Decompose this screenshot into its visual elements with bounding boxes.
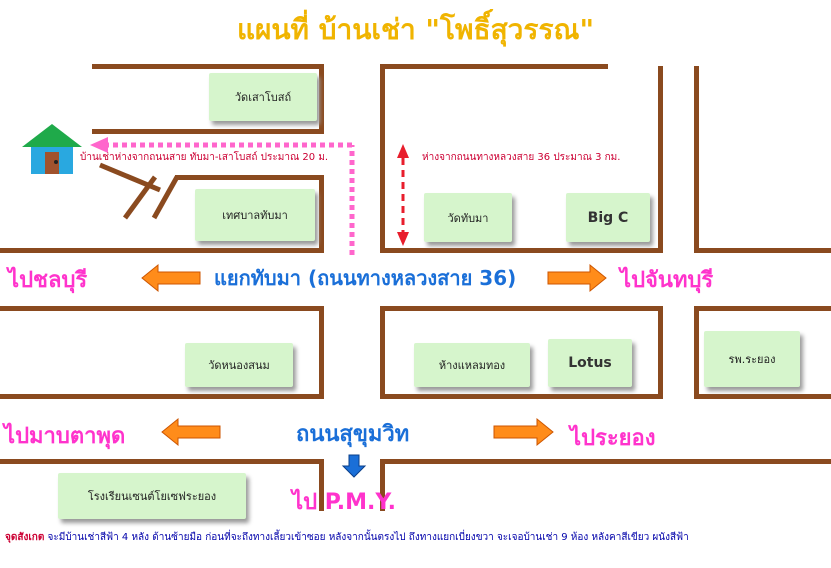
house-icon xyxy=(22,124,82,174)
road-top-middle-bottom xyxy=(380,248,663,253)
arrow-down-icon xyxy=(341,454,367,478)
road-mid-middle-bottom xyxy=(380,394,663,399)
road-bottom-right-top xyxy=(380,459,831,464)
arrow-left-icon xyxy=(161,417,221,447)
road-mid-right-bottom xyxy=(694,394,831,399)
landmark-hospital-rayong: รพ.ระยอง xyxy=(704,331,800,387)
note-house-distance: บ้านเช่าห่างจากถนนสาย ทับมา-เสาโบสถ์ ประ… xyxy=(80,152,329,163)
dotted-route-arrow-icon xyxy=(90,137,355,255)
landmark-wat-sao-bot: วัดเสาโบสถ์ xyxy=(209,73,317,121)
road-mid-left-top xyxy=(0,306,324,311)
road-mid-middle-top xyxy=(380,306,663,311)
landmark-big-c: Big C xyxy=(566,193,650,242)
destination-chonburi: ไปชลบุรี xyxy=(8,268,88,293)
road-mid-left-right xyxy=(319,306,324,399)
landmark-hang-laemthong: ห้างแหลมทอง xyxy=(414,343,530,387)
road-top-right-left xyxy=(694,66,699,253)
arrow-left-icon xyxy=(141,263,201,293)
landmark-tessaban-thapma: เทศบาลทับมา xyxy=(195,189,315,241)
road-mid-right-top xyxy=(694,306,831,311)
road-mid-right-left xyxy=(694,306,699,399)
road-mid-middle-right xyxy=(658,306,663,399)
road-bottom-right-left xyxy=(380,459,385,511)
road-top-middle-left xyxy=(380,64,385,253)
landmark-wat-thapma: วัดทับมา xyxy=(424,193,512,242)
road-top-right-bottom xyxy=(694,248,831,253)
road-name-junction: แยกทับมา (ถนนทางหลวงสาย 36) xyxy=(214,266,517,290)
road-top-left-upper-right xyxy=(319,64,324,132)
double-arrow-icon xyxy=(397,144,409,246)
road-mid-middle-left xyxy=(380,306,385,399)
landmark-lotus: Lotus xyxy=(548,339,632,387)
road-top-left-mid xyxy=(92,129,324,134)
road-top-left-lower-right xyxy=(319,175,324,253)
footer-text: จะมีบ้านเช่าสีฟ้า 4 หลัง ด้านซ้ายมือ ก่อ… xyxy=(47,532,689,543)
road-top-middle-right xyxy=(658,66,663,253)
road-bottom-left-right xyxy=(319,459,324,511)
destination-map-ta-phut: ไปมาบตาพุด xyxy=(4,424,126,449)
footer-label: จุดสังเกต xyxy=(5,532,45,543)
landmark-wat-nong-sanom: วัดหนองสนม xyxy=(185,343,293,387)
note-highway-distance: ห่างจากถนนทางหลวงสาย 36 ประมาณ 3 กม. xyxy=(422,152,621,163)
landmark-school: โรงเรียนเซนต์โยเซฟระยอง xyxy=(58,473,246,519)
destination-pmy: ไป P.M.Y. xyxy=(292,490,397,515)
destination-chanthaburi: ไปจันทบุรี xyxy=(620,268,714,293)
road-top-middle-top xyxy=(380,64,608,69)
road-top-left-upper xyxy=(92,64,324,69)
destination-rayong: ไประยอง xyxy=(570,426,656,451)
road-top-left-lower xyxy=(175,175,324,180)
arrow-right-icon xyxy=(493,417,554,447)
footer-note: จุดสังเกต จะมีบ้านเช่าสีฟ้า 4 หลัง ด้านซ… xyxy=(5,530,689,545)
page-title: แผนที่ บ้านเช่า "โพธิ์สุวรรณ" xyxy=(236,13,595,46)
road-mid-left-bottom xyxy=(0,394,324,399)
arrow-right-icon xyxy=(547,263,607,293)
road-name-sukhumvit: ถนนสุขุมวิท xyxy=(296,422,410,447)
road-bottom-left-top xyxy=(0,459,324,464)
road-left-junction-top xyxy=(0,248,324,253)
